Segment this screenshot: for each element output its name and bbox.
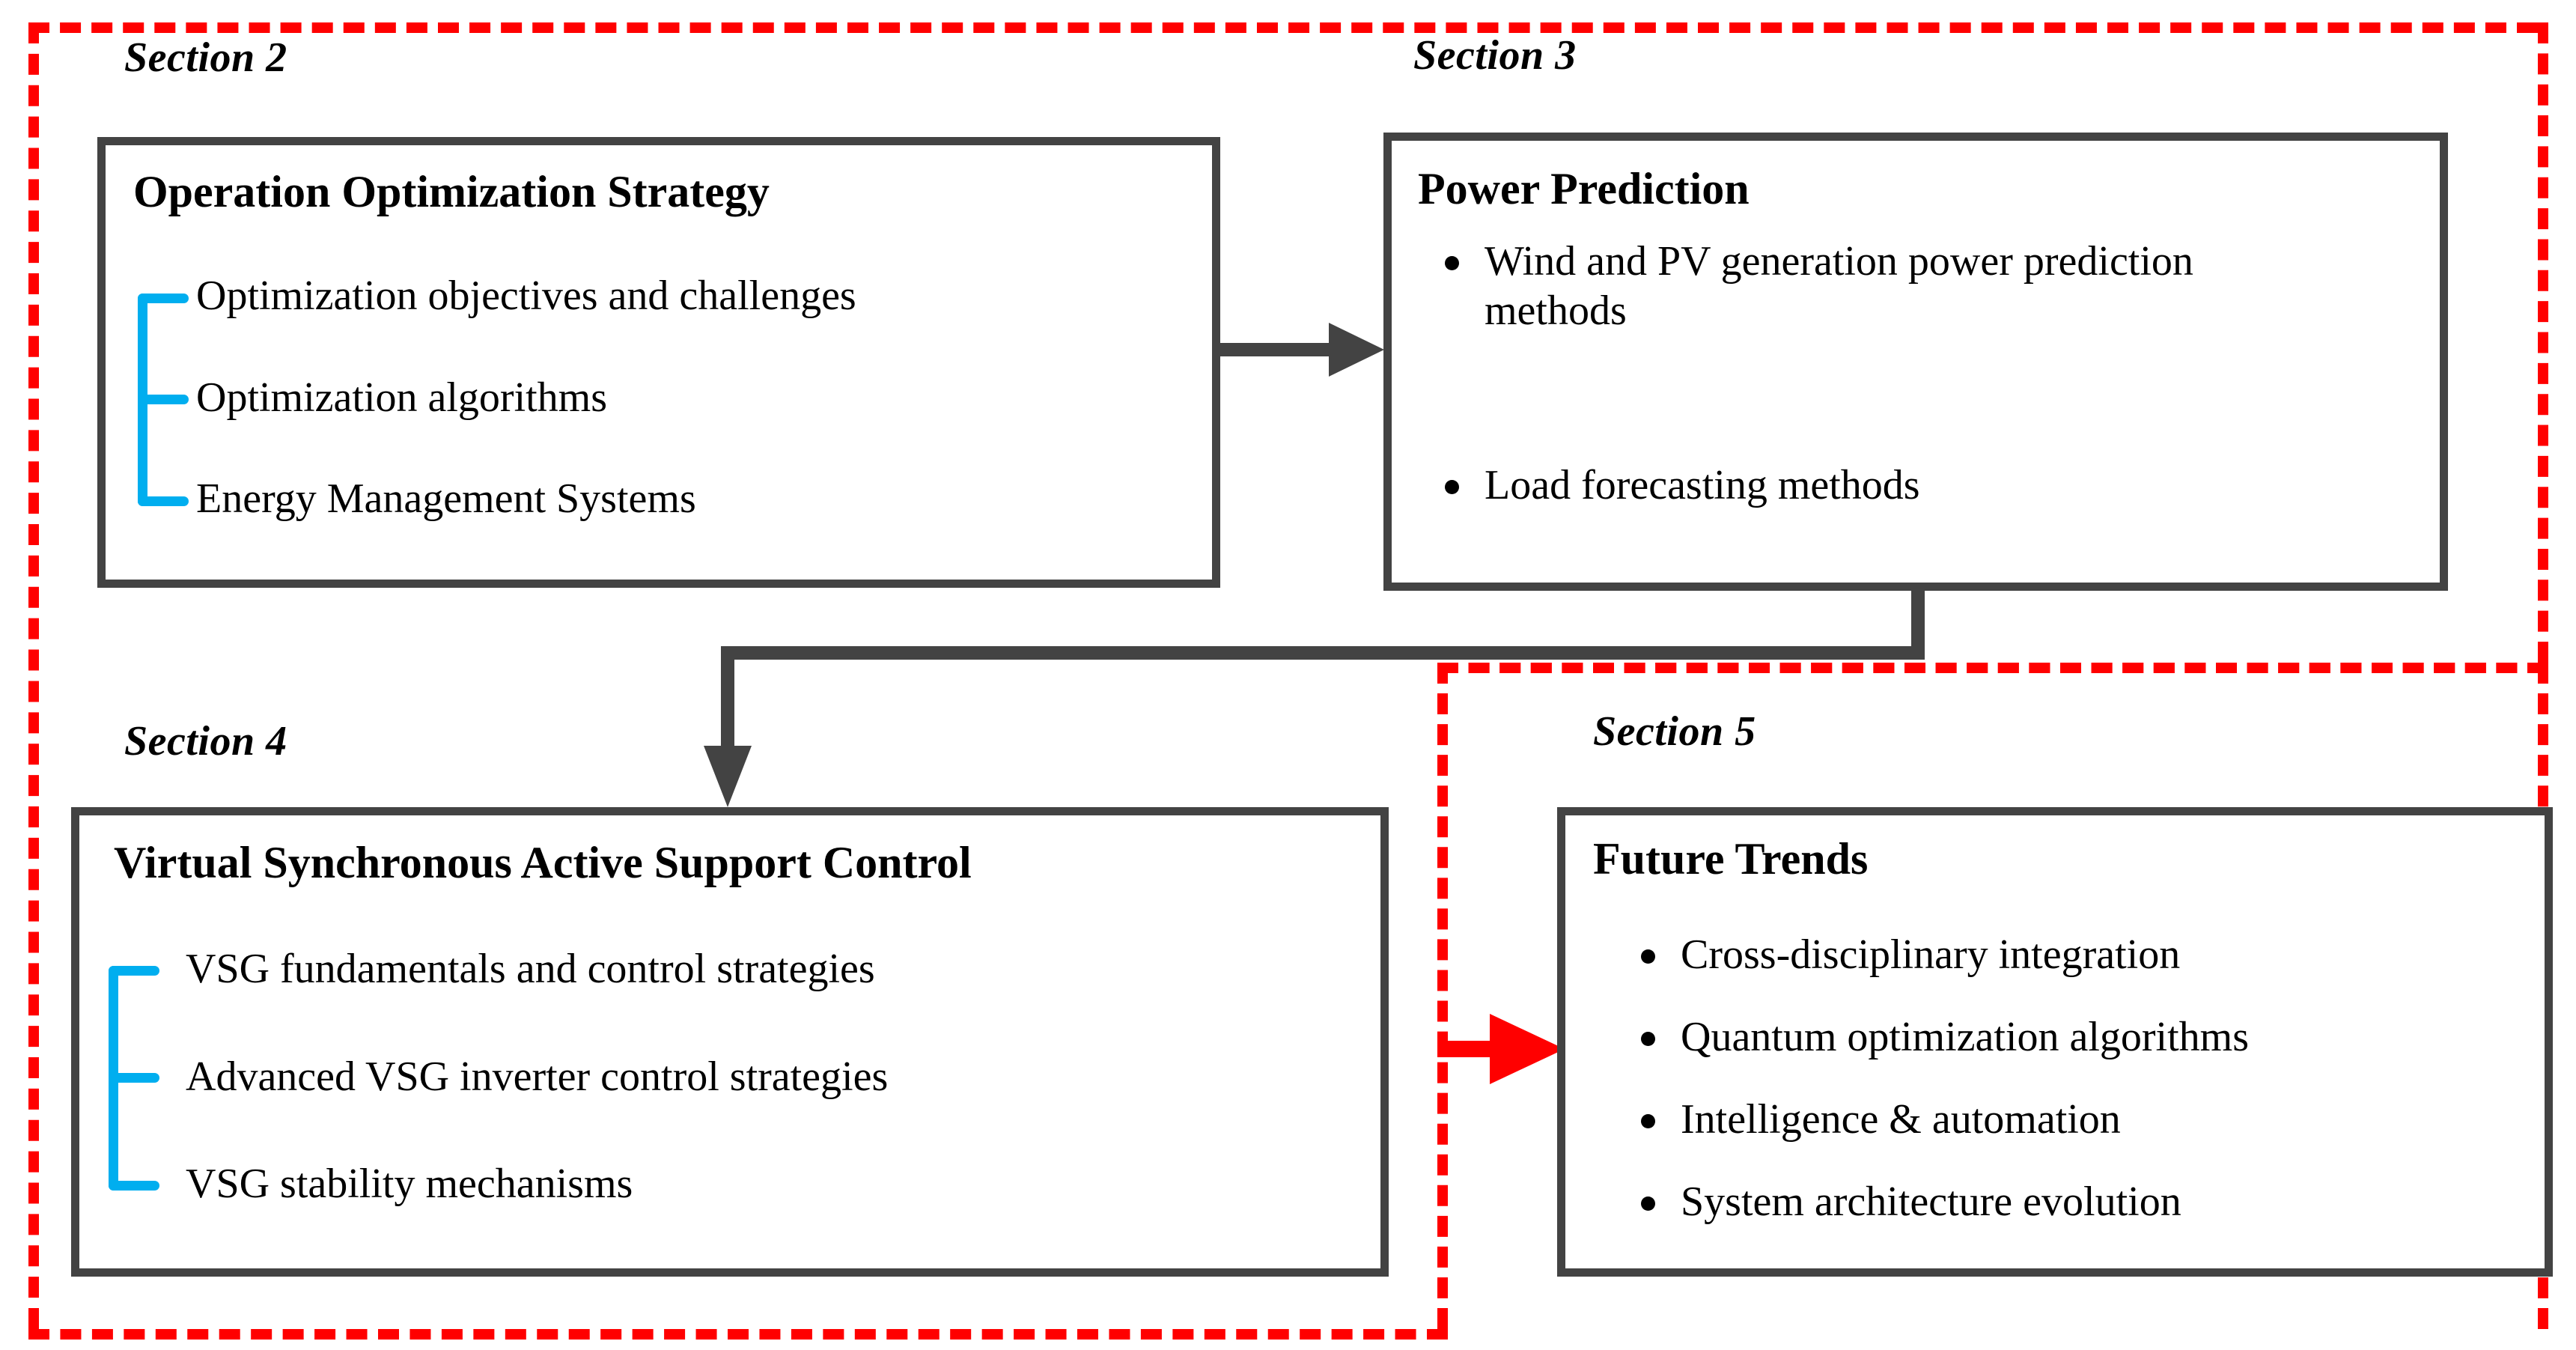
section-3-item-1: Wind and PV generation power prediction … — [1445, 237, 2403, 335]
bracket-tick-3 — [138, 496, 189, 506]
section-4-label: Section 4 — [124, 718, 287, 764]
dashed-frame-s5-top — [1437, 663, 2548, 673]
bullet-dot — [1445, 480, 1459, 494]
section-5-item-1-text: Cross-disciplinary integration — [1681, 931, 2181, 978]
section-5-item-1: Cross-disciplinary integration — [1641, 930, 2180, 979]
bullet-dot — [1641, 949, 1655, 964]
section-2-blue-bracket — [138, 294, 190, 506]
section-2-box[interactable] — [97, 137, 1220, 588]
bullet-dot — [1641, 1197, 1655, 1211]
section-4-box-title: Virtual Synchronous Active Support Contr… — [114, 838, 972, 887]
section-2-item-1: Optimization objectives and challenges — [196, 273, 856, 319]
section-2-item-3: Energy Management Systems — [196, 475, 696, 522]
connector-s3-s4-down-from-box — [1911, 591, 1925, 654]
dashed-frame-left-upper — [28, 22, 39, 1329]
dashed-frame-bottom-left — [28, 1329, 1448, 1340]
section-5-label: Section 5 — [1593, 708, 1756, 755]
section-5-item-2: Quantum optimization algorithms — [1641, 1012, 2249, 1062]
dashed-frame-right-upper — [2538, 22, 2548, 663]
section-2-label: Section 2 — [124, 34, 287, 81]
bracket-tick-2 — [109, 1073, 159, 1083]
section-3-box-title: Power Prediction — [1418, 164, 1750, 213]
bullet-dot — [1445, 256, 1459, 270]
section-3-box[interactable] — [1383, 133, 2448, 591]
dashed-frame-top — [28, 22, 2538, 33]
bracket-tick-3 — [109, 1181, 159, 1191]
section-5-item-2-text: Quantum optimization algorithms — [1681, 1014, 2250, 1060]
section-5-item-4-text: System architecture evolution — [1681, 1179, 2181, 1225]
bracket-tick-2 — [138, 395, 189, 404]
section-5-item-3-text: Intelligence & automation — [1681, 1096, 2121, 1143]
connector-s2-s3-arrowhead — [1329, 323, 1384, 377]
section-4-box[interactable] — [71, 807, 1389, 1277]
section-3-item-1-text: Wind and PV generation power prediction … — [1485, 238, 2193, 335]
section-2-box-title: Operation Optimization Strategy — [133, 167, 770, 216]
section-3-item-2: Load forecasting methods — [1445, 460, 2403, 510]
connector-s2-s3-horizontal — [1220, 343, 1355, 356]
section-4-item-3: VSG stability mechanisms — [186, 1161, 633, 1207]
bracket-tick-1 — [109, 966, 159, 976]
connector-s3-s4-horizontal — [721, 646, 1925, 660]
section-4-item-1: VSG fundamentals and control strategies — [186, 946, 875, 992]
section-3-item-2-text: Load forecasting methods — [1485, 462, 1920, 508]
dashed-frame-mid-vertical — [1437, 663, 1448, 1329]
bullet-dot — [1641, 1032, 1655, 1046]
bullet-dot — [1641, 1114, 1655, 1128]
section-4-blue-bracket — [109, 966, 161, 1191]
section-5-box-title: Future Trends — [1593, 834, 1869, 884]
connector-s3-s4-down-to-box — [721, 646, 734, 758]
section-5-box[interactable] — [1557, 807, 2553, 1277]
section-5-item-3: Intelligence & automation — [1641, 1095, 2121, 1144]
section-5-item-4: System architecture evolution — [1641, 1177, 2181, 1226]
section-2-item-2: Optimization algorithms — [196, 374, 608, 421]
connector-s4-s5-arrowhead — [1490, 1014, 1565, 1084]
section-4-item-2: Advanced VSG inverter control strategies — [186, 1053, 889, 1100]
bracket-tick-1 — [138, 294, 189, 303]
connector-s3-s4-arrowhead — [704, 746, 752, 807]
section-3-label: Section 3 — [1413, 32, 1577, 79]
